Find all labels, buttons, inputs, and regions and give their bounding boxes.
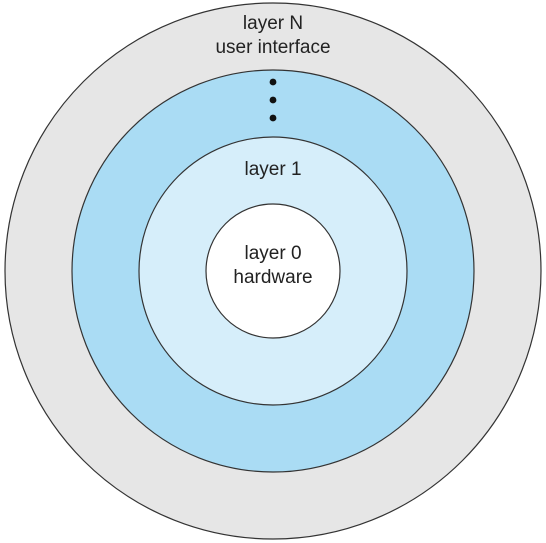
ellipsis-dot-3 [269,114,277,122]
ellipsis-dot-1 [269,78,277,86]
ellipsis-dot-2 [269,96,277,104]
layer-n-title: layer N [243,13,303,34]
layer-1-title: layer 1 [244,159,301,180]
layer-0-title: layer 0 [244,243,301,264]
layer-n-subtitle: user interface [215,37,330,58]
layer-0-subtitle: hardware [233,267,312,288]
core-layer-0 [205,203,341,339]
